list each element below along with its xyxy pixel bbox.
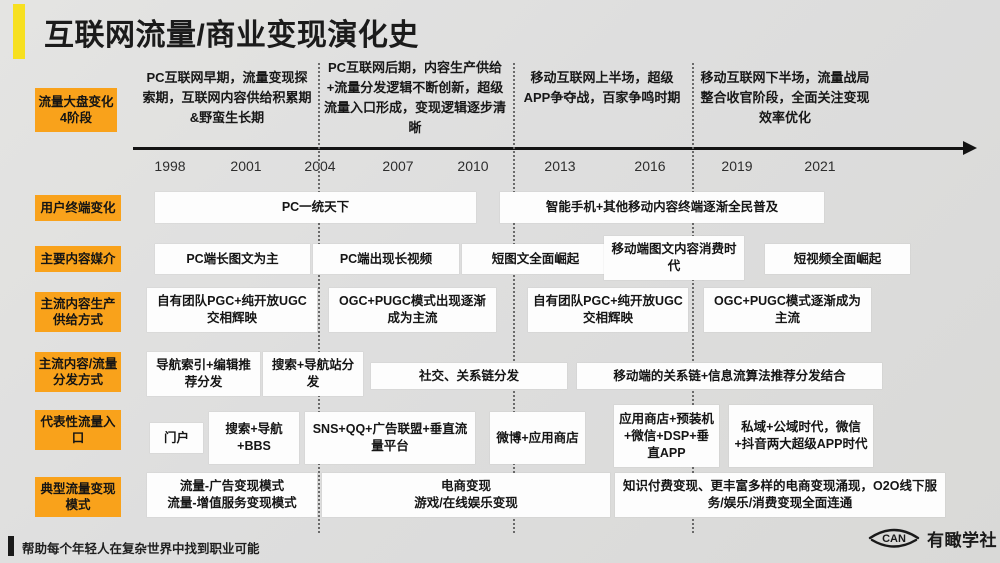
row-traffic-entry-cell-6: 私域+公域时代，微信+抖音两大超级APP时代: [729, 405, 873, 467]
row-distribution-cell-2: 搜索+导航站分发: [263, 352, 363, 396]
row-user-terminal-cell-2: 智能手机+其他移动内容终端逐渐全民普及: [500, 192, 824, 223]
row-monetization-cell-3: 知识付费变现、更丰富多样的电商变现涌现，O2O线下服务/娱乐/消费变现全面连通: [615, 473, 945, 517]
row-content-medium-cell-2: PC端出现长视频: [313, 244, 459, 274]
footer-accent-bar: [8, 536, 14, 556]
row-label-monetization: 典型流量变现模式: [35, 477, 121, 517]
row-content-medium-cell-1: PC端长图文为主: [155, 244, 310, 274]
row-label-distribution: 主流内容/流量分发方式: [35, 352, 121, 392]
row-distribution-cell-1: 导航索引+编辑推荐分发: [147, 352, 260, 396]
phase-caption-4: 移动互联网下半场，流量战局整合收官阶段，全面关注变现效率优化: [700, 70, 870, 125]
row-label-content-medium: 主要内容媒介: [35, 246, 121, 272]
brand-logo: CAN 有瞰学社: [868, 525, 997, 551]
timeline-year-2004: 2004: [304, 158, 336, 174]
timeline-year-2010: 2010: [457, 158, 489, 174]
timeline-year-2021: 2021: [804, 158, 836, 174]
phase-divider-2: [513, 63, 515, 533]
svg-text:CAN: CAN: [882, 533, 906, 545]
timeline-axis: [133, 147, 971, 150]
phase-caption-2: PC互联网后期，内容生产供给+流量分发逻辑不断创新，超级流量入口形成，变现逻辑逐…: [323, 60, 506, 135]
timeline-year-2013: 2013: [544, 158, 576, 174]
phase-caption-1: PC互联网早期，流量变现探索期，互联网内容供给积累期&野蛮生长期: [142, 70, 312, 125]
timeline-year-2019: 2019: [721, 158, 753, 174]
row-content-supply-cell-1: 自有团队PGC+纯开放UGC交相辉映: [147, 288, 317, 332]
row-content-supply-cell-4: OGC+PUGC模式逐渐成为主流: [704, 288, 871, 332]
row-content-supply-cell-2: OGC+PUGC模式出现逐渐成为主流: [329, 288, 496, 332]
page-title: 互联网流量/商业变现演化史: [44, 19, 419, 52]
row-traffic-entry-cell-5: 应用商店+预装机+微信+DSP+垂直APP: [614, 405, 719, 467]
phase-row-label: 流量大盘变化4阶段: [35, 88, 117, 132]
brand-name: 有瞰学社: [927, 530, 997, 550]
row-distribution-cell-3: 社交、关系链分发: [371, 363, 567, 389]
row-label-content-supply: 主流内容生产供给方式: [35, 292, 121, 332]
timeline-arrowhead: [963, 141, 977, 155]
row-content-supply-cell-3: 自有团队PGC+纯开放UGC交相辉映: [528, 288, 688, 332]
can-eye-icon: CAN: [868, 525, 920, 551]
timeline-year-2001: 2001: [230, 158, 262, 174]
row-traffic-entry-cell-1: 门户: [150, 423, 203, 453]
footer-tagline: 帮助每个年轻人在复杂世界中找到职业可能: [22, 542, 260, 556]
timeline-year-2016: 2016: [634, 158, 666, 174]
row-label-traffic-entry: 代表性流量入口: [35, 410, 121, 450]
row-traffic-entry-cell-2: 搜索+导航+BBS: [209, 412, 299, 464]
row-traffic-entry-cell-4: 微博+应用商店: [490, 412, 585, 464]
timeline-year-1998: 1998: [154, 158, 186, 174]
row-distribution-cell-4: 移动端的关系链+信息流算法推荐分发结合: [577, 363, 882, 389]
phase-divider-3: [692, 63, 694, 533]
row-content-medium-cell-4: 移动端图文内容消费时代: [604, 236, 744, 280]
row-user-terminal-cell-1: PC一统天下: [155, 192, 476, 223]
row-content-medium-cell-3: 短图文全面崛起: [462, 244, 609, 274]
row-traffic-entry-cell-3: SNS+QQ+广告联盟+垂直流量平台: [305, 412, 475, 464]
phase-divider-1: [318, 63, 320, 533]
row-monetization-cell-2: 电商变现 游戏/在线娱乐变现: [322, 473, 610, 517]
row-monetization-cell-1: 流量-广告变现模式 流量-增值服务变现模式: [147, 473, 317, 517]
title-accent-bar: [13, 4, 25, 59]
timeline-year-2007: 2007: [382, 158, 414, 174]
phase-caption-3: 移动互联网上半场，超级APP争夺战，百家争鸣时期: [523, 70, 681, 105]
row-label-user-terminal: 用户终端变化: [35, 195, 121, 221]
row-content-medium-cell-5: 短视频全面崛起: [765, 244, 910, 274]
